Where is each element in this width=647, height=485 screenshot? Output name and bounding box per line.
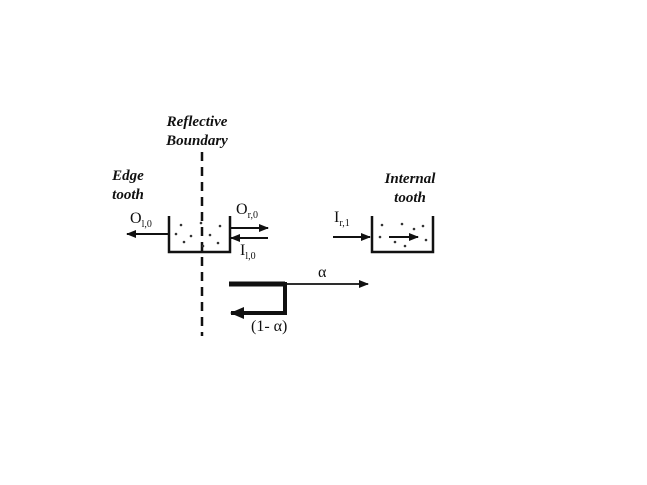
reflective-label-line1: Reflective [166,114,228,130]
one-minus-alpha-label: (1- α) [251,318,287,335]
edge-tooth-label-line2: tooth [112,187,144,203]
i-l0-label: Il,0 [240,242,256,262]
o-l0-label: Ol,0 [130,210,152,230]
internal-tooth-label-line2: tooth [394,190,426,206]
internal-tooth-label-line1: Internal [384,171,437,187]
edge-tooth-label-line1: Edge [111,168,144,184]
alpha-label: α [318,264,327,281]
o-r0-label: Or,0 [236,201,258,221]
edge-tooth-particles [174,221,222,248]
internal-tooth-container [370,216,435,254]
reflective-label-line2: Boundary [165,133,228,149]
internal-tooth-particles [378,222,428,248]
edge-tooth-container [167,216,232,254]
i-r1-label: Ir,1 [334,209,350,229]
